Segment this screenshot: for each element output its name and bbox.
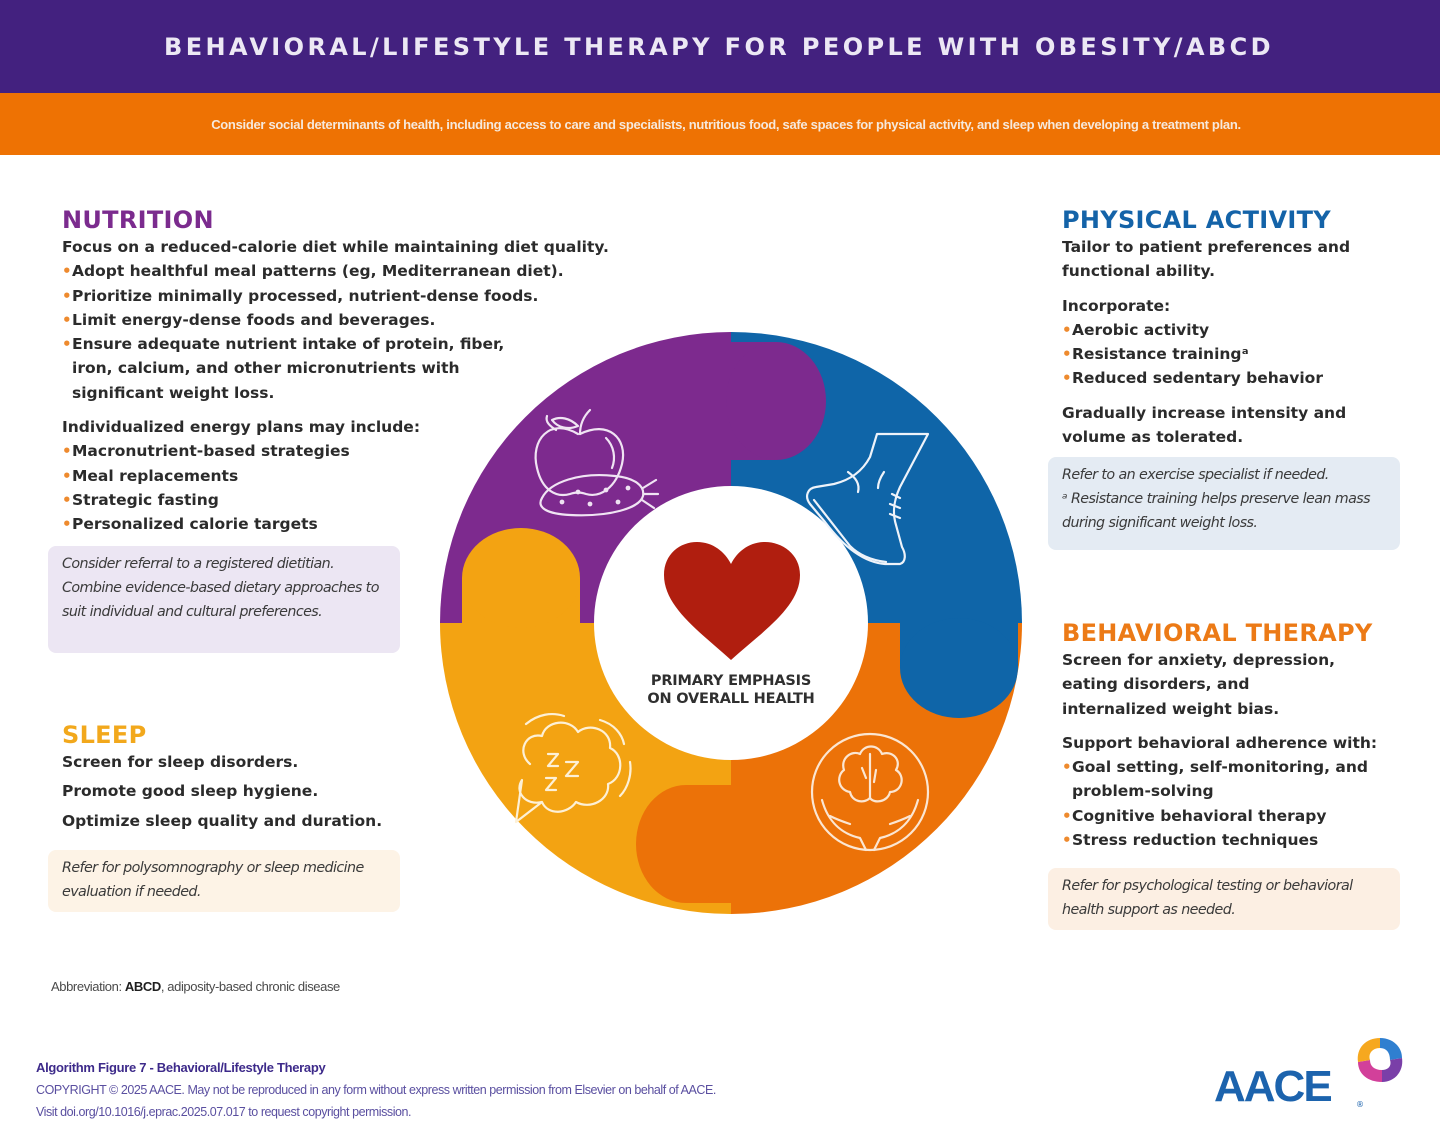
behavioral-intro: Screen for anxiety, depression, eating d… — [1062, 651, 1335, 718]
nutrition-intro: Focus on a reduced-calorie diet while ma… — [62, 238, 609, 256]
bullet-icon: • — [1062, 758, 1072, 777]
list-item: •Ensure adequate nutrient intake of prot… — [62, 332, 512, 405]
list-item: •Meal replacements — [62, 464, 622, 488]
behavioral-therapy-heading: BEHAVIORAL THERAPY — [1062, 619, 1373, 647]
list-item: •Macronutrient-based strategies — [62, 439, 622, 463]
subtitle-text: Consider social determinants of health, … — [211, 116, 1241, 132]
physical-activity-section: PHYSICAL ACTIVITY Tailor to patient pref… — [1062, 205, 1402, 449]
bullet-icon: • — [62, 286, 72, 305]
nutrition-section: NUTRITION Focus on a reduced-calorie die… — [62, 205, 622, 537]
bullet-icon: • — [1062, 806, 1072, 825]
bullet-icon: • — [1062, 345, 1072, 364]
subtitle-bar: Consider social determinants of health, … — [0, 93, 1440, 155]
sneaker-foot-icon — [806, 432, 930, 566]
figure-title: Algorithm Figure 7 - Behavioral/Lifestyl… — [36, 1060, 326, 1075]
sleep-heading: SLEEP — [62, 721, 147, 749]
progression-text: Gradually increase intensity and volume … — [1062, 403, 1347, 447]
title-bar: BEHAVIORAL/LIFESTYLE THERAPY FOR PEOPLE … — [0, 0, 1440, 93]
nutrition-note: Consider referral to a registered dietit… — [48, 546, 400, 653]
list-item: •Stress reduction techniques — [1062, 828, 1402, 852]
zzz-cloud-icon — [514, 713, 632, 824]
nutrition-heading: NUTRITION — [62, 206, 214, 234]
sleep-line: Optimize sleep quality and duration. — [62, 811, 383, 830]
list-item: •Strategic fasting — [62, 488, 622, 512]
list-item: •Personalized calorie targets — [62, 512, 622, 536]
registered-mark: ® — [1356, 1100, 1364, 1109]
logo-wordmark: AACE — [1214, 1062, 1333, 1111]
bullet-icon: • — [62, 442, 72, 461]
bullet-icon: • — [62, 515, 72, 534]
page-title: BEHAVIORAL/LIFESTYLE THERAPY FOR PEOPLE … — [164, 32, 1274, 61]
center-label: PRIMARY EMPHASIS ON OVERALL HEALTH — [647, 673, 815, 707]
behavioral-therapy-note: Refer for psychological testing or behav… — [1048, 868, 1400, 930]
bullet-icon: • — [62, 335, 72, 354]
bullet-icon: • — [62, 310, 72, 329]
list-item: •Limit energy-dense foods and beverages. — [62, 308, 622, 332]
permission-text: Visit doi.org/10.1016/j.eprac.2025.07.01… — [36, 1105, 412, 1119]
list-item: •Resistance trainingᵃ — [1062, 342, 1402, 366]
bullet-icon: • — [1062, 320, 1072, 339]
bullet-icon: • — [62, 490, 72, 509]
abbreviation-note: Abbreviation: ABCD, adiposity-based chro… — [51, 979, 340, 994]
heart-icon — [664, 542, 800, 660]
sleep-note: Refer for polysomnography or sleep medic… — [48, 850, 400, 912]
list-item: •Reduced sedentary behavior — [1062, 366, 1402, 390]
list-item: •Adopt healthful meal patterns (eg, Medi… — [62, 259, 622, 283]
bullet-icon: • — [1062, 831, 1072, 850]
list-item: •Cognitive behavioral therapy — [1062, 804, 1402, 828]
puzzle-wheel-diagram — [440, 332, 1022, 914]
physical-activity-note: Refer to an exercise specialist if neede… — [1048, 457, 1400, 550]
incorporate-label: Incorporate: — [1062, 296, 1171, 315]
copyright-text: COPYRIGHT © 2025 AACE. May not be reprod… — [36, 1083, 716, 1097]
list-item: •Goal setting, self-monitoring, and prob… — [1062, 755, 1382, 804]
physical-activity-heading: PHYSICAL ACTIVITY — [1062, 206, 1331, 234]
sleep-line: Screen for sleep disorders. — [62, 753, 299, 771]
list-item: •Aerobic activity — [1062, 318, 1402, 342]
bullet-icon: • — [62, 466, 72, 485]
logo-swirl-icon — [1357, 1038, 1403, 1082]
apple-carrot-icon — [534, 408, 660, 517]
footer: Algorithm Figure 7 - Behavioral/Lifestyl… — [36, 1058, 716, 1122]
sleep-section: SLEEP Screen for sleep disorders. Promot… — [62, 720, 422, 838]
brain-hands-icon — [810, 732, 930, 852]
physical-activity-intro: Tailor to patient preferences and functi… — [1062, 238, 1351, 281]
nutrition-plans-intro: Individualized energy plans may include: — [62, 418, 421, 437]
bullet-icon: • — [1062, 369, 1072, 388]
behavioral-therapy-section: BEHAVIORAL THERAPY Screen for anxiety, d… — [1062, 618, 1402, 852]
sleep-line: Promote good sleep hygiene. — [62, 782, 319, 801]
list-item: •Prioritize minimally processed, nutrien… — [62, 284, 622, 308]
aace-logo: AACE ® — [1214, 1032, 1414, 1112]
bullet-icon: • — [62, 262, 72, 281]
support-label: Support behavioral adherence with: — [1062, 733, 1378, 752]
